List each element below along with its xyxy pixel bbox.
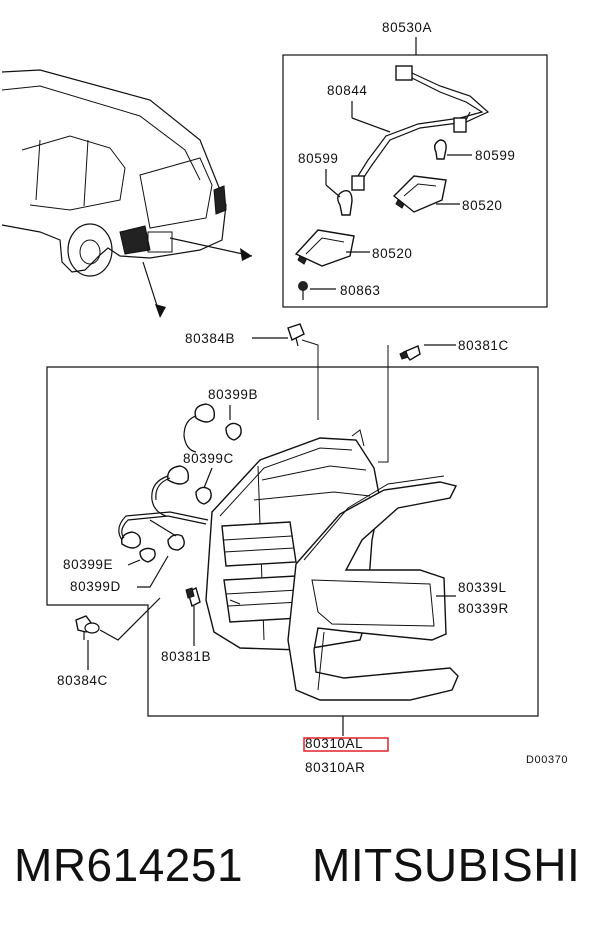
caption-part-number: MR614251 <box>14 839 244 891</box>
highlight-80310AL <box>303 737 389 752</box>
label-80530A: 80530A <box>382 20 432 35</box>
label-80844: 80844 <box>327 83 368 98</box>
bezel-80339 <box>287 475 459 701</box>
socket-bulb-80399B <box>183 403 242 453</box>
screw-80381C <box>399 345 421 361</box>
clip-80384B <box>287 323 305 347</box>
label-80310AL: 80310AL <box>305 736 363 751</box>
clip-80384C <box>75 615 100 640</box>
label-80384C: 80384C <box>57 673 108 688</box>
screw-80381B <box>185 586 201 608</box>
socket-bulb-80399C <box>151 465 212 517</box>
parts-diagram: 80530A 80844 80599 80599 <box>1 20 568 775</box>
label-80381C: 80381C <box>458 338 509 353</box>
label-80599-left: 80599 <box>298 151 339 166</box>
label-80384B: 80384B <box>185 331 235 346</box>
label-80599-right: 80599 <box>475 148 516 163</box>
lamp-housing-80520-lower <box>294 229 355 267</box>
label-80339R: 80339R <box>458 601 509 616</box>
label-80310AR: 80310AR <box>305 760 366 775</box>
license-lamp-box: 80530A 80844 80599 80599 <box>282 20 548 308</box>
screw-80863 <box>298 281 308 300</box>
drawing-code: D00370 <box>526 754 568 766</box>
bulb-80599-left <box>337 190 353 216</box>
label-80399E: 80399E <box>63 557 113 572</box>
label-80863: 80863 <box>340 283 381 298</box>
label-80381B: 80381B <box>161 649 211 664</box>
caption-brand: MITSUBISHI <box>312 839 581 891</box>
label-80399D: 80399D <box>70 579 121 594</box>
bulb-80599-right <box>433 139 447 160</box>
label-80339L: 80339L <box>458 580 507 595</box>
caption: MR614251 MITSUBISHI <box>0 838 600 898</box>
label-80399B: 80399B <box>208 387 258 402</box>
tail-lamp-box: 80384B 80381C 80399B 80399C <box>46 323 539 717</box>
label-80520-upper: 80520 <box>462 198 503 213</box>
label-80520-lower: 80520 <box>372 246 413 261</box>
lamp-housing-80520-upper <box>392 175 447 213</box>
vehicle-illustration <box>1 69 253 318</box>
socket-bulb-80399E-D <box>118 511 209 563</box>
wiring-harness-80844 <box>351 65 490 191</box>
label-80399C: 80399C <box>183 451 234 466</box>
